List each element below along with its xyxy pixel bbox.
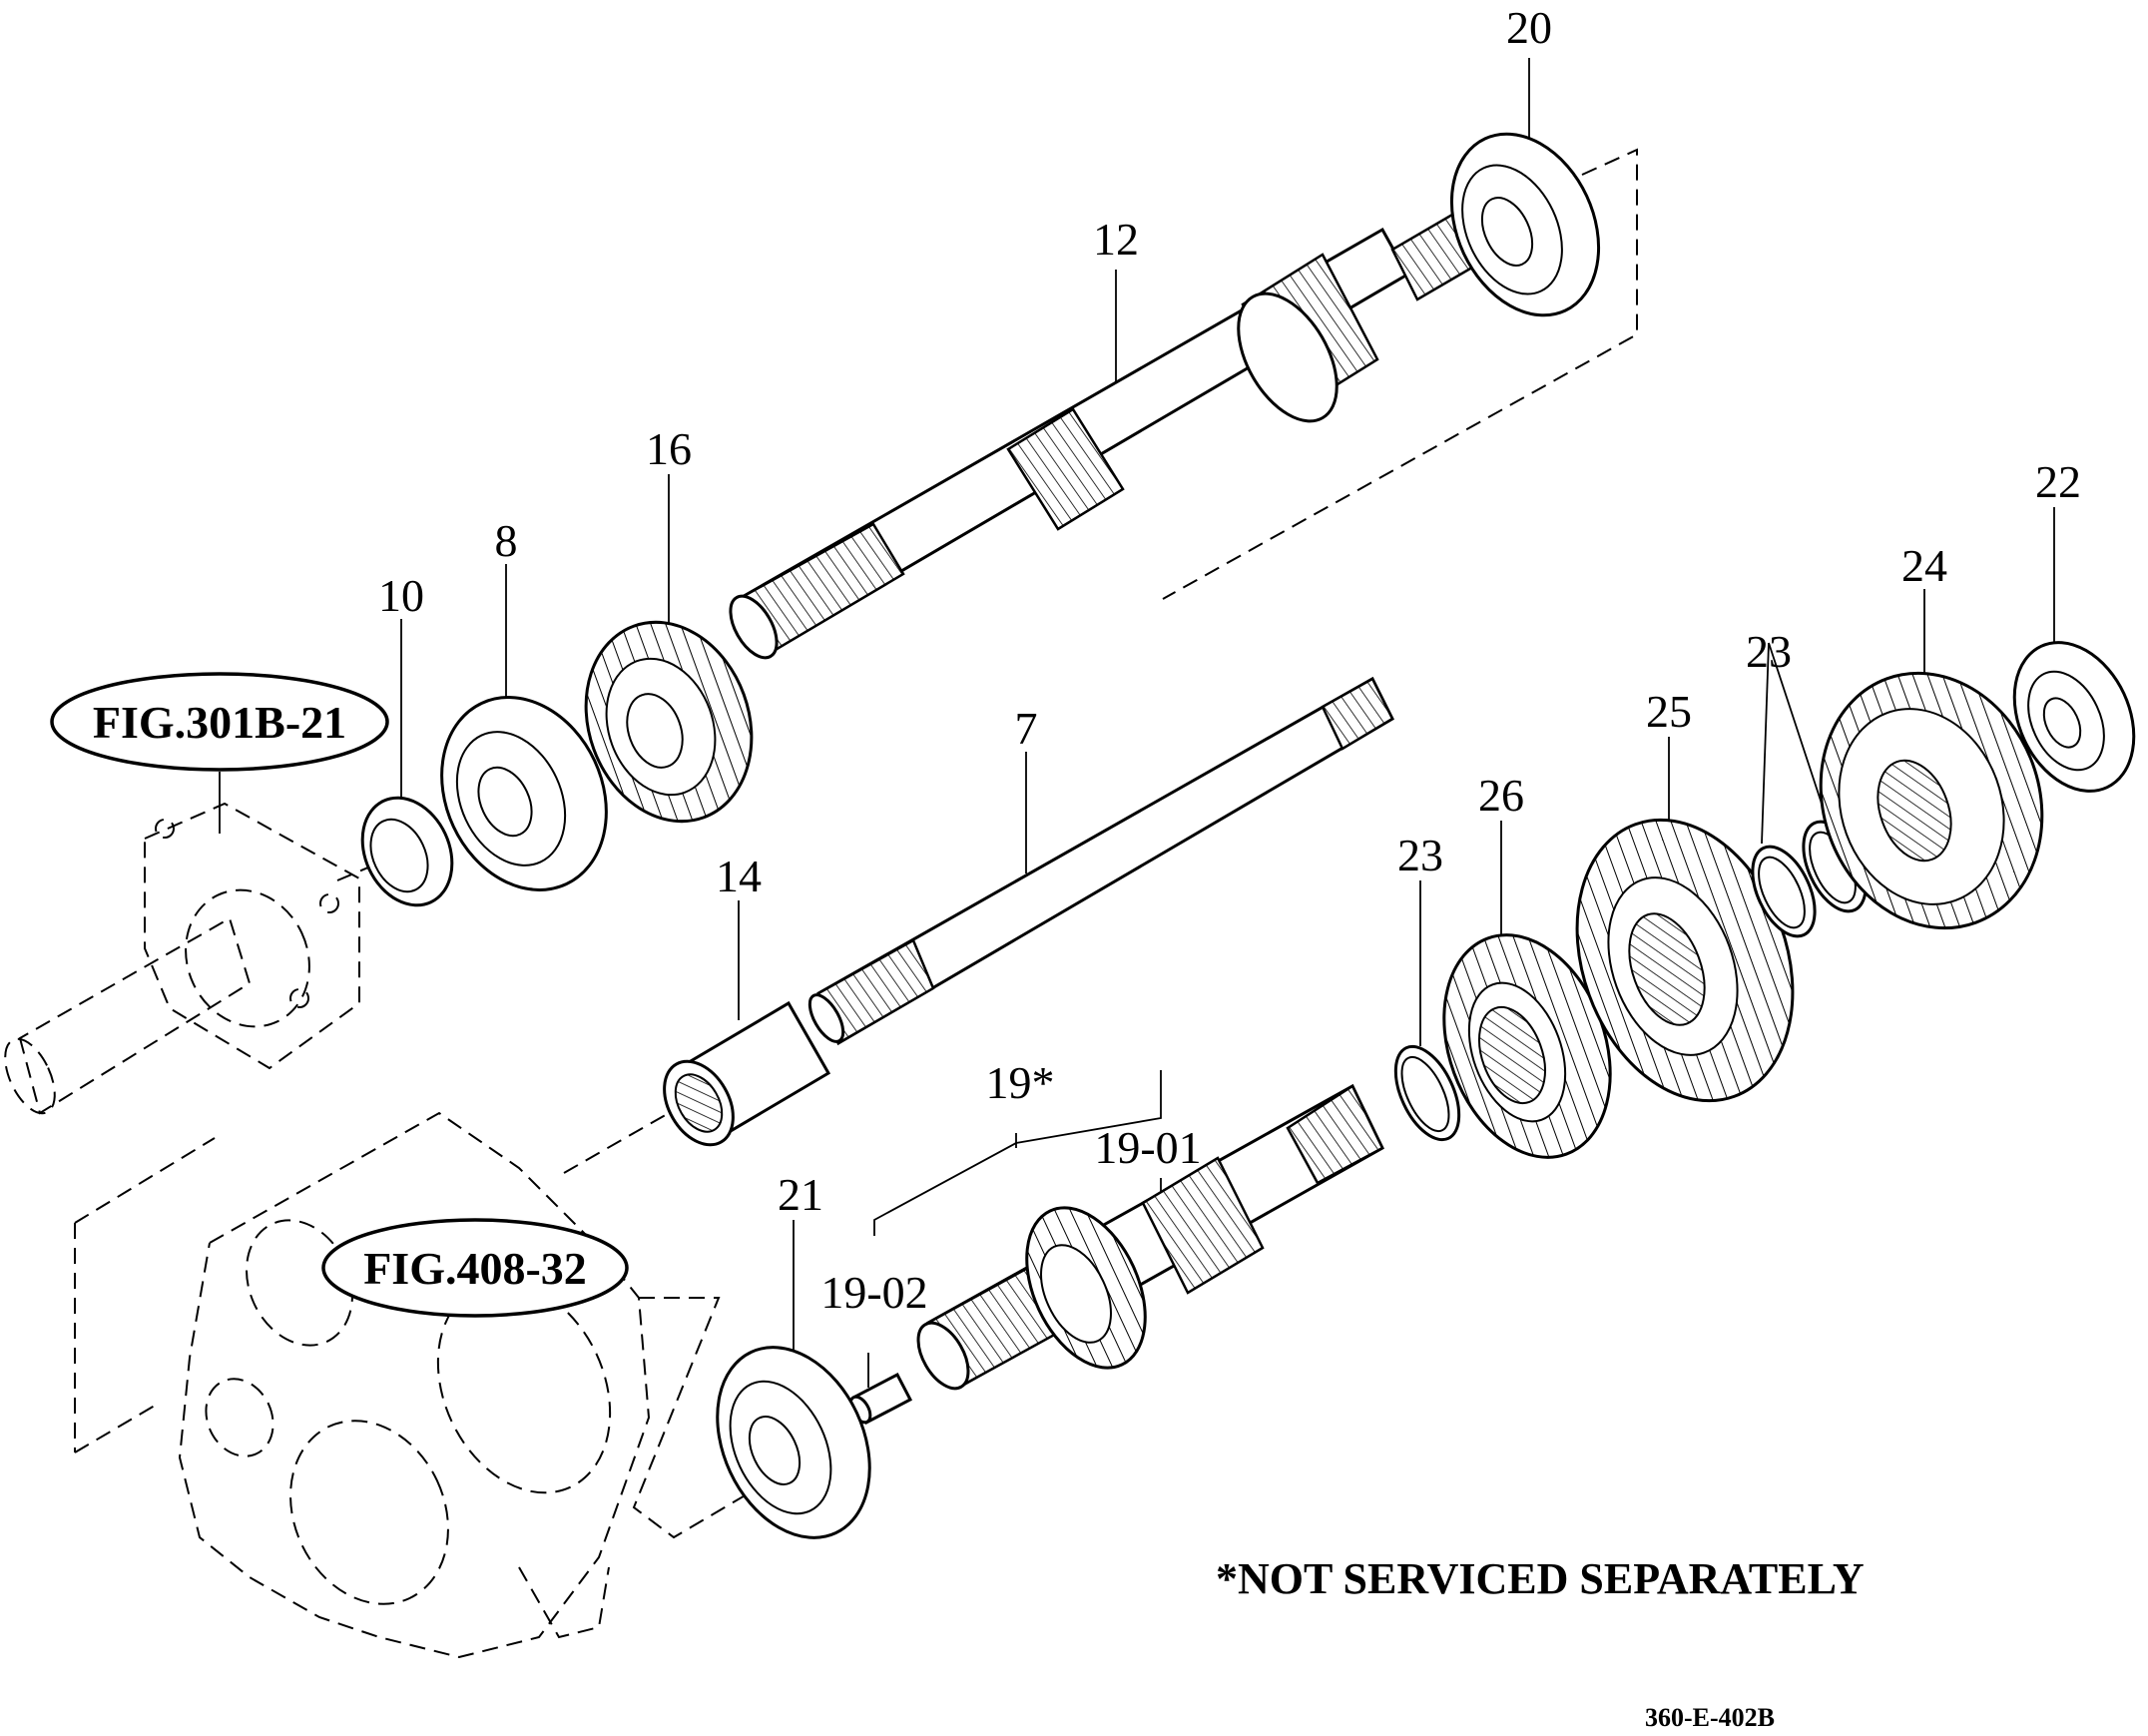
bearing-21 (716, 1346, 871, 1539)
callout-16: 16 (646, 423, 692, 474)
housing-fig301b (4, 802, 360, 1115)
callout-labels: 20 12 16 8 10 7 14 22 24 23 25 26 23 19*… (378, 2, 2081, 1318)
callout-23-upper: 23 (1746, 626, 1792, 677)
service-note: *NOT SERVICED SEPARATELY (1216, 1554, 1865, 1603)
figure-ref-301b: FIG.301B-21 (50, 672, 389, 772)
callout-21: 21 (778, 1169, 823, 1220)
callout-26: 26 (1478, 770, 1524, 821)
leader-lines (219, 58, 2055, 1388)
snap-ring-23-lower (1393, 1044, 1461, 1142)
gear-16 (584, 620, 754, 824)
figure-ref-408: FIG.408-32 (321, 1218, 629, 1318)
figure-ref-301b-label: FIG.301B-21 (93, 697, 346, 748)
callout-12: 12 (1093, 214, 1139, 265)
callout-8: 8 (495, 515, 518, 566)
sleeve-14 (663, 1000, 831, 1147)
callout-19: 19* (986, 1057, 1055, 1108)
upper-shaft-12 (729, 213, 1479, 660)
callout-14: 14 (716, 851, 762, 901)
gear-24 (1819, 671, 2044, 930)
callout-23-lower: 23 (1397, 830, 1443, 880)
phantom-lines (74, 148, 1638, 1539)
gear-19 (1025, 1206, 1147, 1370)
callout-19-01: 19-01 (1094, 1122, 1201, 1173)
gear-25 (1575, 818, 1795, 1103)
callout-19-02: 19-02 (820, 1267, 927, 1318)
shaft-7 (807, 676, 1394, 1046)
callout-24: 24 (1901, 540, 1947, 591)
bearing-8 (440, 696, 608, 891)
callout-7: 7 (1015, 703, 1038, 754)
case-fig408 (178, 1111, 651, 1659)
bearing-22 (2012, 641, 2136, 793)
bearing-20 (1449, 132, 1601, 317)
callout-25: 25 (1646, 686, 1692, 737)
figure-ref-408-label: FIG.408-32 (363, 1243, 587, 1294)
callout-22: 22 (2035, 456, 2081, 507)
callout-20: 20 (1506, 2, 1552, 53)
gear-26 (1442, 933, 1612, 1159)
seal-10 (360, 796, 454, 907)
drawing-code: 360-E-402B (1645, 1703, 1775, 1732)
callout-10: 10 (378, 570, 424, 621)
